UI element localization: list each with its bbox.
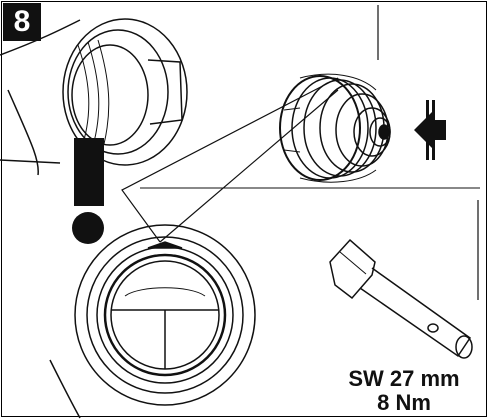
torque-label: 8 Nm <box>377 390 431 415</box>
callout-line-1 <box>121 77 339 243</box>
exclamation-icon <box>72 138 104 244</box>
wrench-size-label: SW 27 mm <box>348 366 460 391</box>
callout-line-2 <box>159 89 339 243</box>
tool-spec: SW 27 mm 8 Nm <box>324 367 484 415</box>
upper-opening <box>62 18 188 166</box>
lower-fitting <box>74 224 256 406</box>
socket-wrench-tool <box>329 238 473 359</box>
lower-curve-left <box>49 359 81 419</box>
arrow-left-icon <box>414 100 446 160</box>
step-number-badge: 8 <box>3 3 41 41</box>
cartridge-part <box>279 73 391 183</box>
housing-seam <box>0 159 61 164</box>
housing-curve-left <box>7 89 39 176</box>
housing-curve-top <box>0 19 81 56</box>
